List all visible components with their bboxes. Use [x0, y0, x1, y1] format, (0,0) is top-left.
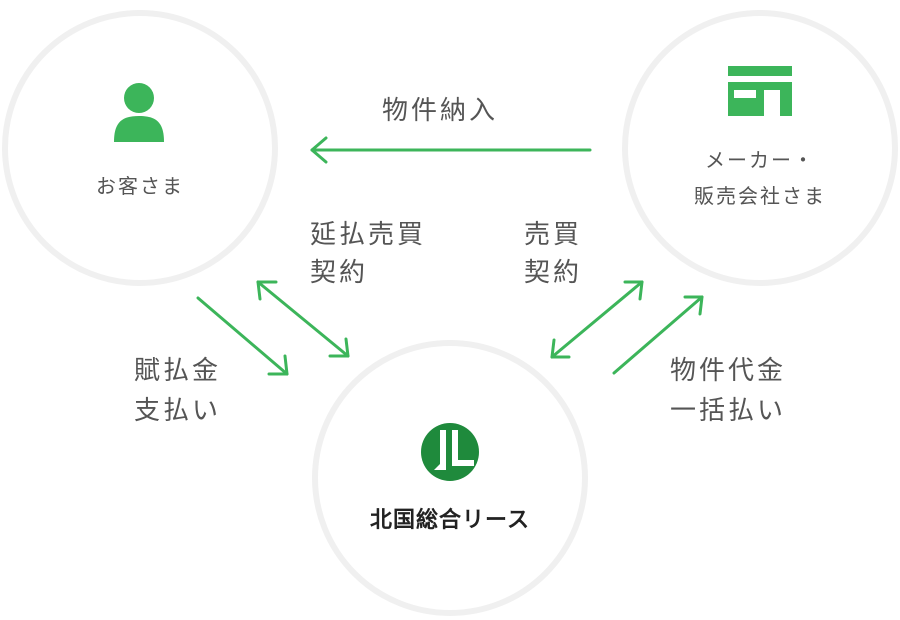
deferred-sale-arrow	[256, 280, 350, 358]
sale-contract-label-line2: 契約	[524, 258, 583, 288]
person-icon	[114, 83, 164, 142]
maker-node	[622, 10, 898, 286]
maker-label-line2: 販売会社さま	[694, 184, 826, 208]
installment-label-line1: 賦払金	[134, 356, 222, 386]
installment-arrow	[196, 296, 289, 376]
maker-label-line1: メーカー・	[705, 148, 815, 172]
lump-sum-arrow	[612, 295, 704, 375]
lump-sum-label-line1: 物件代金	[670, 356, 787, 386]
deferred-sale-label-line2: 契約	[310, 258, 369, 288]
customer-node	[2, 10, 278, 286]
delivery-label: 物件納入	[382, 96, 499, 126]
deferred-sale-label-line1: 延払売買	[310, 220, 427, 250]
hokkoku-lease-logo	[421, 423, 479, 481]
sale-contract-arrow	[550, 280, 644, 359]
customer-label: お客さま	[96, 174, 184, 198]
shop-icon	[728, 66, 792, 116]
lease-company-label: 北国総合リース	[370, 508, 530, 533]
delivery-arrow	[310, 136, 592, 164]
sale-contract-label-line1: 売買	[524, 220, 583, 250]
installment-label-line2: 支払い	[134, 396, 222, 426]
lump-sum-label-line2: 一括払い	[670, 396, 787, 426]
